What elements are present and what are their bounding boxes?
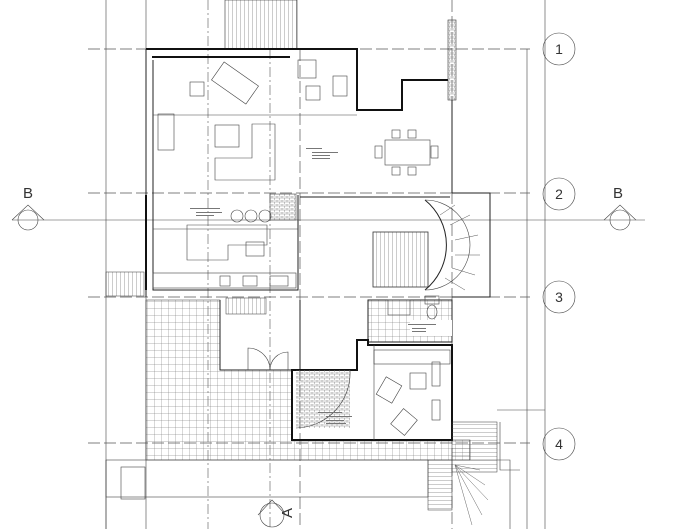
svg-text:2: 2 [555,186,563,202]
exterior-stair-top [224,0,298,50]
svg-text:1: 1 [555,41,563,57]
section-label-right: B [613,185,623,202]
section-marker-a: A [257,499,296,528]
section-label-left: B [23,185,33,202]
grid-bubble-1: 1 [542,32,576,66]
section-line-b: B B [11,185,645,231]
spiral-stair [372,199,480,291]
svg-text:3: 3 [555,289,563,305]
grid-bubble-3: 3 [542,280,576,314]
walls [145,19,491,298]
study-room [291,339,453,441]
section-label-bottom: A [279,508,296,518]
svg-text:4: 4 [555,436,563,452]
grid-bubble-4: 4 [542,427,576,461]
entry-hall [219,297,301,371]
grid-bubble-2: 2 [542,177,576,211]
room-notes [190,148,436,424]
side-stair-left [105,271,145,297]
exterior-stair-right [427,409,545,529]
bathroom [367,295,453,343]
furniture [152,59,439,289]
lower-deck [105,459,429,529]
